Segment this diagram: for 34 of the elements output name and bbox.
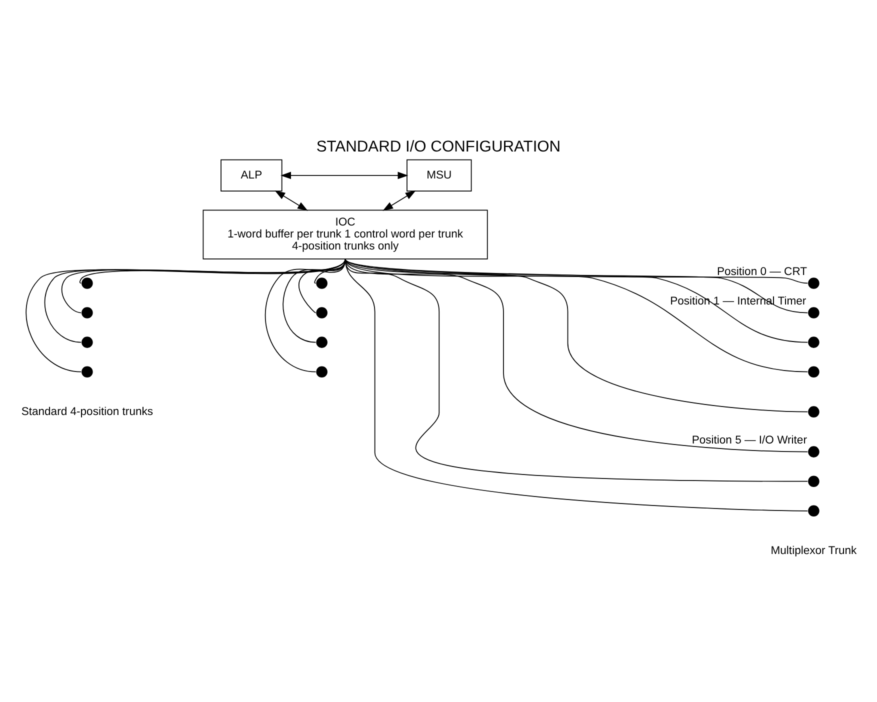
node-circle bbox=[316, 366, 328, 378]
arrow bbox=[280, 172, 408, 180]
node-box: ALP bbox=[220, 159, 282, 192]
connector bbox=[44, 258, 346, 343]
node-circle bbox=[82, 336, 93, 348]
node-circle bbox=[82, 278, 93, 289]
node-circle bbox=[808, 476, 820, 487]
node-circle bbox=[316, 336, 328, 348]
node-circle bbox=[808, 366, 820, 378]
node-circle bbox=[808, 307, 820, 318]
diagram-title: STANDARD I/O CONFIGURATION bbox=[316, 138, 561, 156]
node-circle bbox=[808, 336, 820, 348]
connector bbox=[344, 258, 808, 412]
connector bbox=[344, 258, 808, 372]
node-circle bbox=[808, 446, 820, 458]
node-box: IOC 1-word buffer per trunk 1 control word per trunk 4-position trunks only bbox=[202, 210, 488, 260]
node-circle bbox=[316, 278, 328, 289]
node-label: Position 5 — I/O Writer bbox=[692, 434, 807, 446]
node-circle bbox=[808, 406, 820, 418]
arrow bbox=[274, 190, 308, 211]
node-circle bbox=[808, 278, 820, 289]
node-circle bbox=[316, 307, 328, 318]
node-circle bbox=[82, 366, 93, 378]
node-circle bbox=[808, 505, 820, 517]
label: Multiplexor Trunk bbox=[770, 544, 857, 557]
connector bbox=[344, 258, 808, 343]
node-label: Position 0 — CRT bbox=[716, 266, 808, 278]
label: Standard 4-position trunks bbox=[21, 406, 154, 418]
node-box: MSU bbox=[406, 159, 472, 192]
connector bbox=[61, 258, 346, 314]
connector bbox=[26, 258, 346, 372]
connector bbox=[79, 258, 346, 284]
node-circle bbox=[82, 307, 93, 318]
arrow bbox=[382, 190, 416, 211]
